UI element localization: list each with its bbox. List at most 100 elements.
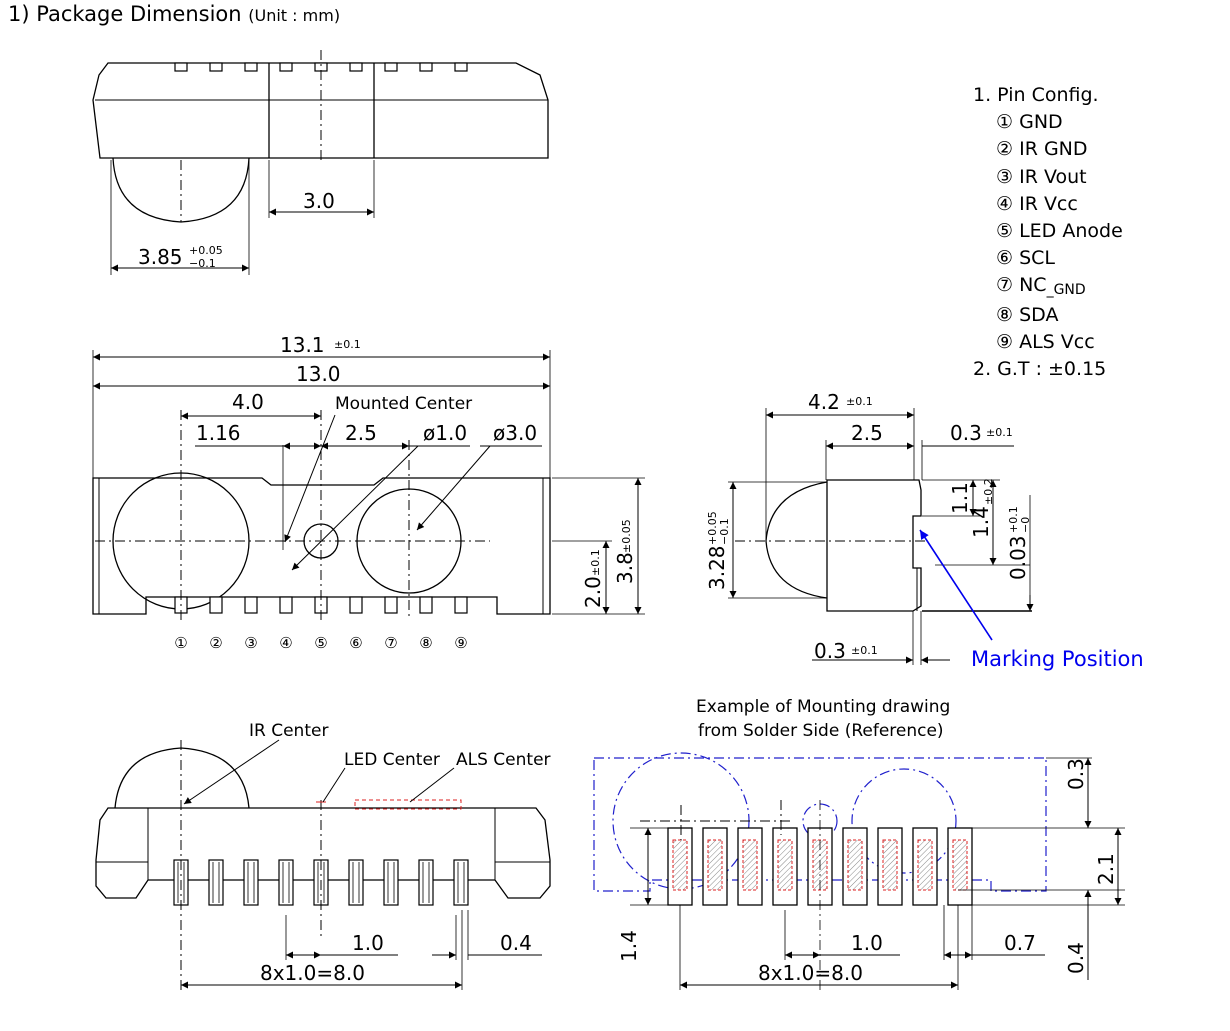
dim-0-03-tol-plus: +0.1 <box>1007 506 1020 533</box>
dim-1-4: 1.4 <box>969 506 993 538</box>
dim-0-3-top-tol: ±0.1 <box>986 426 1013 439</box>
dim-3-28-tol-plus: +0.05 <box>706 511 719 545</box>
mounting-pad <box>842 827 868 906</box>
dim-4-2: 4.2 <box>808 390 840 414</box>
dim-2-0: 2.0 <box>581 576 605 608</box>
pin-config-item: ⑨ ALS Vcc <box>996 330 1095 353</box>
top-view-pin <box>454 62 468 72</box>
top-view-pin <box>279 62 293 72</box>
dim-13-0: 13.0 <box>296 362 341 386</box>
mounting-pad <box>947 827 973 906</box>
pin-config-item: ⑥ SCL <box>996 247 1056 270</box>
pin-config-title: 1. Pin Config. <box>973 84 1099 106</box>
mounting-title-line2: from Solder Side (Reference) <box>698 721 944 741</box>
dim-0-03-tol-minus: −0 <box>1019 517 1032 533</box>
bottom-view-pin <box>348 859 364 906</box>
bottom-view-pin <box>278 859 294 906</box>
mounting-pad <box>877 827 903 906</box>
dim-3-85: 3.85 <box>138 245 183 269</box>
dim-mount-2-1: 2.1 <box>1094 853 1118 885</box>
front-view <box>92 350 645 620</box>
marking-position-arrow <box>919 529 993 641</box>
dim-mount-0-4: 0.4 <box>1064 942 1088 974</box>
dim-3-28: 3.28 <box>705 545 729 590</box>
dim-1-16: 1.16 <box>196 421 241 445</box>
front-view-pin <box>209 596 223 614</box>
dim-13-1-tol: ±0.1 <box>334 338 361 351</box>
dim-0-03: 0.03 <box>1006 535 1030 580</box>
pin-number-label: ③ <box>244 634 257 652</box>
pin-config-list: 1. Pin Config. ① GND ② IR GND ③ IR Vout … <box>973 82 1123 383</box>
top-view-pins <box>174 62 468 72</box>
pin-config-item: ① GND <box>996 111 1063 134</box>
pin-config-item: ④ IR Vcc <box>996 192 1078 215</box>
side-view <box>728 408 1034 665</box>
front-view-pin <box>279 596 293 614</box>
dim-phi-3-0: ø3.0 <box>493 421 537 445</box>
top-view <box>92 50 549 275</box>
side-view-body <box>826 479 922 612</box>
bottom-view-lens <box>114 747 250 809</box>
mounting-pad <box>667 827 693 906</box>
dim-0-3-bottom-tol: ±0.1 <box>851 644 878 657</box>
mounting-drawing <box>593 752 1125 990</box>
dim-3-8-tol: ±0.05 <box>620 519 633 553</box>
mounting-pad <box>772 827 798 906</box>
dim-3-28-tol-minus: −0.1 <box>718 518 731 545</box>
pin-config-item: ⑦ NC_GND <box>996 274 1086 299</box>
pin-config-item: ⑧ SDA <box>996 303 1059 326</box>
bottom-view-pin <box>418 859 434 906</box>
top-view-pin <box>419 62 433 72</box>
bottom-view <box>95 739 551 990</box>
als-center-label: ALS Center <box>456 750 551 770</box>
marking-position-label: Marking Position <box>971 647 1144 671</box>
dim-1-1: 1.1 <box>948 482 972 514</box>
top-view-pin <box>174 62 188 72</box>
pin-config-item: ② IR GND <box>996 138 1088 161</box>
pin-number-label: ⑦ <box>384 634 397 652</box>
dim-2-0-tol: ±0.1 <box>589 549 602 576</box>
dim-2-5: 2.5 <box>345 421 377 445</box>
dim-13-1: 13.1 <box>280 333 325 357</box>
dim-mount-span: 8x1.0=8.0 <box>758 961 863 985</box>
front-view-pin <box>454 596 468 614</box>
dim-0-3-bottom: 0.3 <box>814 639 846 663</box>
front-view-pin <box>349 596 363 614</box>
mounting-title-line1: Example of Mounting drawing <box>696 697 950 717</box>
pin-config-item: ⑤ LED Anode <box>996 220 1123 243</box>
front-view-pin <box>244 596 258 614</box>
dim-mount-pitch: 1.0 <box>851 931 883 955</box>
pin-number-label: ② <box>209 634 222 652</box>
pin-number-label: ⑧ <box>419 634 432 652</box>
led-center-label: LED Center <box>344 750 440 770</box>
mounting-pad <box>912 827 938 906</box>
dim-mount-0-3: 0.3 <box>1064 758 1088 790</box>
mounting-pad <box>702 827 728 906</box>
top-view-pin <box>244 62 258 72</box>
pin-config-item: ③ IR Vout <box>996 165 1087 188</box>
front-view-pin <box>384 596 398 614</box>
dim-3-0: 3.0 <box>303 189 335 213</box>
dim-bottom-span: 8x1.0=8.0 <box>260 961 365 985</box>
dim-phi-1-0: ø1.0 <box>423 421 467 445</box>
pin-number-label: ⑤ <box>314 634 327 652</box>
bottom-view-pin <box>208 859 224 906</box>
front-view-pins <box>174 596 468 614</box>
dim-mount-1-4: 1.4 <box>617 930 641 962</box>
dim-bottom-lead: 0.4 <box>500 931 532 955</box>
pin-number-label: ① <box>174 634 187 652</box>
mounting-outline <box>593 757 1047 892</box>
dim-4-0: 4.0 <box>232 390 264 414</box>
pin-number-label: ⑨ <box>454 634 467 652</box>
dim-side-2-5: 2.5 <box>851 421 883 445</box>
dim-mount-pad-width: 0.7 <box>1004 931 1036 955</box>
front-view-pin <box>419 596 433 614</box>
dim-3-85-tol-minus: −0.1 <box>189 257 216 270</box>
pin-number-label: ④ <box>279 634 292 652</box>
top-view-pin <box>384 62 398 72</box>
dim-3-85-tol-plus: +0.05 <box>189 244 223 257</box>
bottom-view-pin <box>243 859 259 906</box>
bottom-view-pin <box>453 859 469 906</box>
top-view-pin <box>349 62 363 72</box>
